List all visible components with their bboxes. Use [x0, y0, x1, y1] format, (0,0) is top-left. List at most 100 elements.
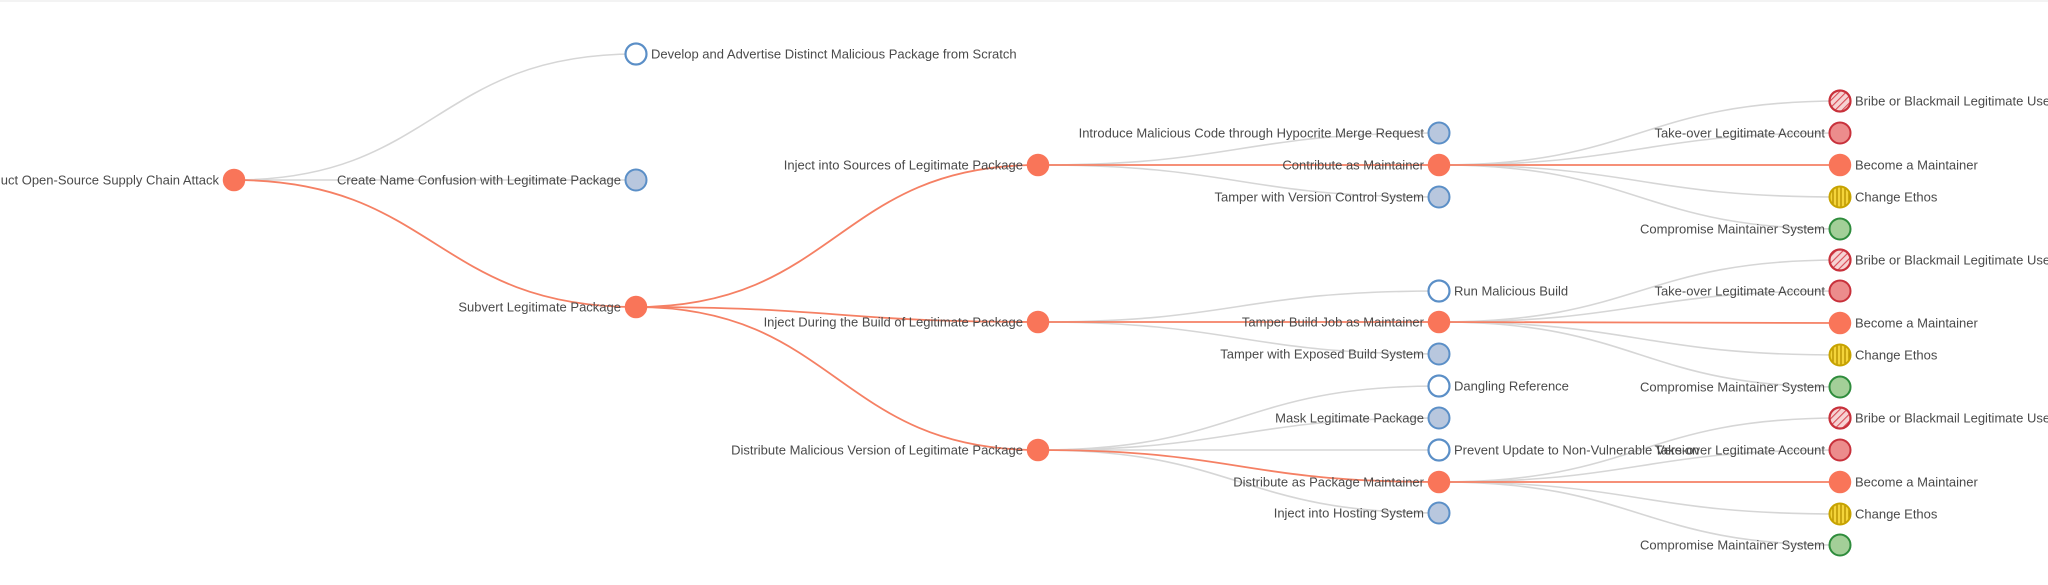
- tree-link: [1438, 321, 1841, 388]
- node-distribute-malicious-version-of-legitimate-package[interactable]: [1026, 438, 1050, 462]
- node-marker-active[interactable]: [1026, 153, 1050, 177]
- node-take-over-legitimate-account[interactable]: [1828, 438, 1852, 462]
- node-marker-active[interactable]: [1828, 470, 1852, 494]
- node-label: Become a Maintainer: [1855, 158, 1979, 173]
- node-label: Mask Legitimate Package: [1275, 411, 1424, 426]
- node-marker-green[interactable]: [1828, 533, 1852, 557]
- node-marker-red-hatched[interactable]: [1828, 248, 1852, 272]
- node-label: Run Malicious Build: [1454, 284, 1568, 299]
- node-marker-active[interactable]: [1026, 438, 1050, 462]
- node-label: Compromise Maintainer System: [1640, 538, 1825, 553]
- node-dangling-reference[interactable]: [1427, 374, 1451, 398]
- tree-links: [233, 53, 1841, 546]
- node-create-name-confusion-with-legitimate-package[interactable]: [624, 168, 648, 192]
- node-subvert-legitimate-package[interactable]: [624, 295, 648, 319]
- node-compromise-maintainer-system[interactable]: [1828, 533, 1852, 557]
- node-label: Prevent Update to Non-Vulnerable Version: [1454, 443, 1699, 458]
- active-link: [635, 164, 1039, 308]
- node-marker-active[interactable]: [1026, 310, 1050, 334]
- node-take-over-legitimate-account[interactable]: [1828, 279, 1852, 303]
- node-take-over-legitimate-account[interactable]: [1828, 121, 1852, 145]
- node-run-malicious-build[interactable]: [1427, 279, 1451, 303]
- tree-link: [1438, 100, 1841, 166]
- node-label: Conduct Open-Source Supply Chain Attack: [0, 173, 219, 188]
- node-develop-and-advertise-distinct-malicious-package-from-scratch[interactable]: [624, 42, 648, 66]
- node-label: Introduce Malicious Code through Hypocri…: [1079, 126, 1425, 141]
- node-label: Dangling Reference: [1454, 379, 1569, 394]
- node-label: Distribute as Package Maintainer: [1233, 475, 1424, 490]
- node-bribe-or-blackmail-legitimate-user[interactable]: [1828, 248, 1852, 272]
- node-inject-into-sources-of-legitimate-package[interactable]: [1026, 153, 1050, 177]
- node-label: Become a Maintainer: [1855, 475, 1979, 490]
- node-marker-hollow[interactable]: [624, 42, 648, 66]
- node-change-ethos[interactable]: [1828, 502, 1852, 526]
- node-label: Bribe or Blackmail Legitimate User: [1855, 411, 2048, 426]
- node-compromise-maintainer-system[interactable]: [1828, 217, 1852, 241]
- node-inject-during-the-build-of-legitimate-package[interactable]: [1026, 310, 1050, 334]
- tree-labels: Conduct Open-Source Supply Chain AttackD…: [0, 47, 2048, 553]
- node-label: Bribe or Blackmail Legitimate User: [1855, 94, 2048, 109]
- active-link: [233, 179, 637, 308]
- node-label: Subvert Legitimate Package: [458, 300, 621, 315]
- node-label: Distribute Malicious Version of Legitima…: [731, 443, 1023, 458]
- node-conduct-open-source-supply-chain-attack[interactable]: [222, 168, 246, 192]
- node-marker-red-hatched[interactable]: [1828, 406, 1852, 430]
- node-tamper-with-version-control-system[interactable]: [1427, 185, 1451, 209]
- node-label: Inject into Hosting System: [1274, 506, 1424, 521]
- top-divider: [0, 0, 2048, 2]
- node-marker-red[interactable]: [1828, 438, 1852, 462]
- node-bribe-or-blackmail-legitimate-user[interactable]: [1828, 89, 1852, 113]
- node-marker-hollow[interactable]: [1427, 374, 1451, 398]
- node-marker-green[interactable]: [1828, 217, 1852, 241]
- node-tamper-with-exposed-build-system[interactable]: [1427, 342, 1451, 366]
- node-label: Create Name Confusion with Legitimate Pa…: [337, 173, 621, 188]
- node-mask-legitimate-package[interactable]: [1427, 406, 1451, 430]
- node-marker-yellow-striped[interactable]: [1828, 343, 1852, 367]
- node-marker-hollow[interactable]: [1427, 438, 1451, 462]
- node-marker-active[interactable]: [624, 295, 648, 319]
- node-marker-blue[interactable]: [1427, 342, 1451, 366]
- node-marker-red-hatched[interactable]: [1828, 89, 1852, 113]
- node-marker-active[interactable]: [1427, 153, 1451, 177]
- node-marker-active[interactable]: [1427, 310, 1451, 334]
- node-marker-active[interactable]: [1828, 153, 1852, 177]
- node-change-ethos[interactable]: [1828, 185, 1852, 209]
- node-contribute-as-maintainer[interactable]: [1427, 153, 1451, 177]
- tree-link: [1438, 321, 1841, 356]
- node-label: Take-over Legitimate Account: [1654, 126, 1825, 141]
- tree-link: [1438, 417, 1841, 483]
- tree-link: [1438, 481, 1841, 515]
- node-label: Take-over Legitimate Account: [1654, 443, 1825, 458]
- node-prevent-update-to-non-vulnerable-version[interactable]: [1427, 438, 1451, 462]
- tree-link: [1037, 449, 1440, 514]
- node-marker-active[interactable]: [222, 168, 246, 192]
- node-bribe-or-blackmail-legitimate-user[interactable]: [1828, 406, 1852, 430]
- node-compromise-maintainer-system[interactable]: [1828, 375, 1852, 399]
- node-marker-yellow-striped[interactable]: [1828, 502, 1852, 526]
- node-become-a-maintainer[interactable]: [1828, 311, 1852, 335]
- node-label: Compromise Maintainer System: [1640, 380, 1825, 395]
- node-marker-red[interactable]: [1828, 279, 1852, 303]
- node-marker-blue[interactable]: [624, 168, 648, 192]
- node-label: Tamper with Exposed Build System: [1220, 347, 1424, 362]
- node-marker-red[interactable]: [1828, 121, 1852, 145]
- node-inject-into-hosting-system[interactable]: [1427, 501, 1451, 525]
- node-marker-blue[interactable]: [1427, 185, 1451, 209]
- node-become-a-maintainer[interactable]: [1828, 153, 1852, 177]
- tree-link: [1438, 132, 1841, 166]
- node-change-ethos[interactable]: [1828, 343, 1852, 367]
- node-marker-green[interactable]: [1828, 375, 1852, 399]
- node-marker-yellow-striped[interactable]: [1828, 185, 1852, 209]
- node-become-a-maintainer[interactable]: [1828, 470, 1852, 494]
- node-label: Bribe or Blackmail Legitimate User: [1855, 253, 2048, 268]
- node-marker-hollow[interactable]: [1427, 279, 1451, 303]
- node-distribute-as-package-maintainer[interactable]: [1427, 470, 1451, 494]
- node-marker-blue[interactable]: [1427, 501, 1451, 525]
- node-marker-active[interactable]: [1427, 470, 1451, 494]
- node-marker-blue[interactable]: [1427, 406, 1451, 430]
- node-introduce-malicious-code-through-hypocrite-merge-request[interactable]: [1427, 121, 1451, 145]
- node-marker-active[interactable]: [1828, 311, 1852, 335]
- node-marker-blue[interactable]: [1427, 121, 1451, 145]
- node-tamper-build-job-as-maintainer[interactable]: [1427, 310, 1451, 334]
